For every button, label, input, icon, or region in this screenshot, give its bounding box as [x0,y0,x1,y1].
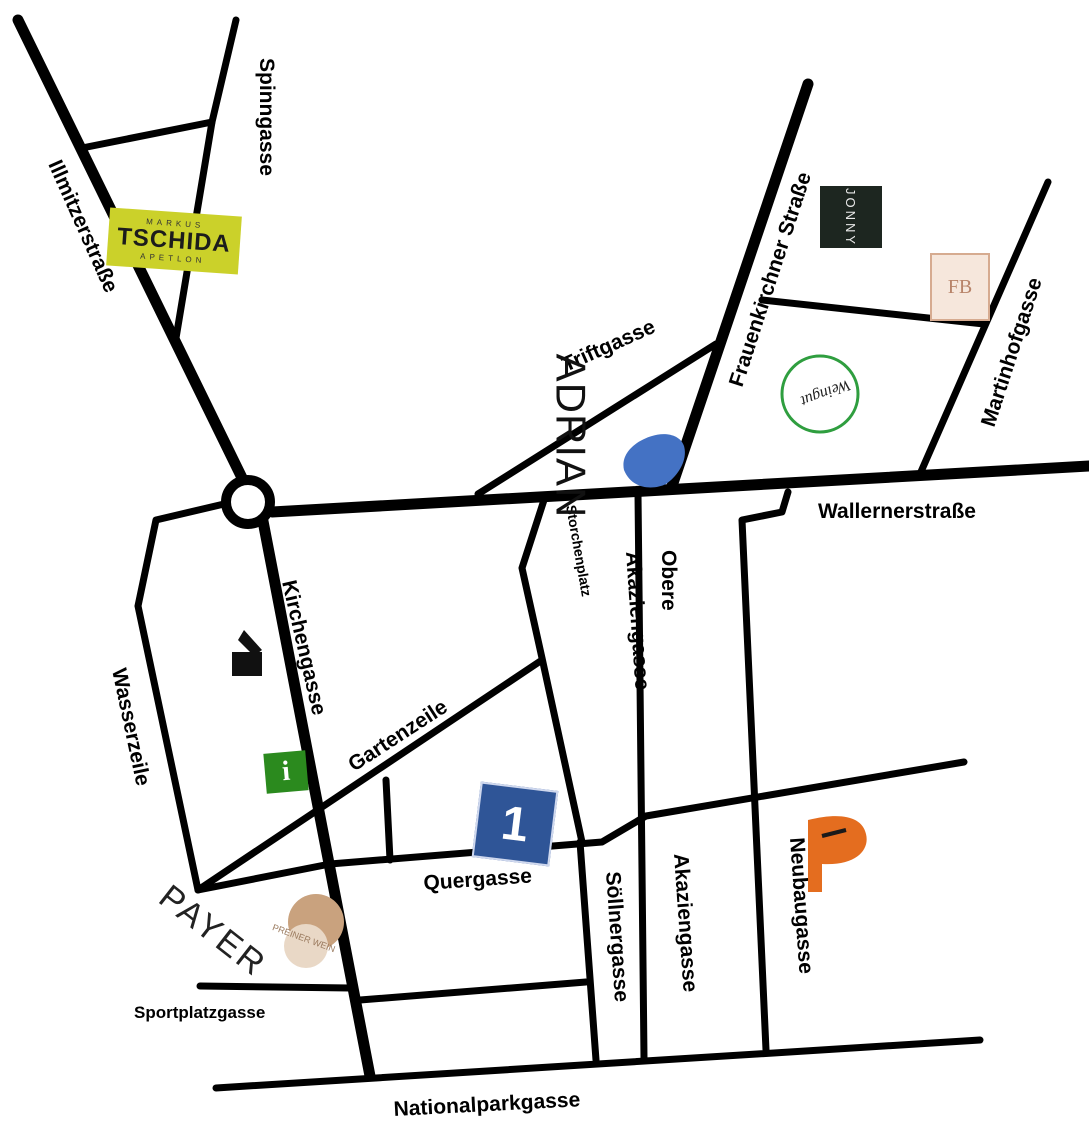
label-sportplatzgasse: Sportplatzgasse [134,1003,265,1022]
road-spinngasse [172,16,240,342]
road-triftgasse [474,340,720,498]
label-nationalparkgasse: Nationalparkgasse [393,1088,581,1121]
preiner-wein-logo: PREINER WEIN [271,894,344,968]
label-spinngasse: Spinngasse [255,58,278,176]
info-icon: i [263,750,309,794]
jonny-logo: JONNY [820,186,882,248]
road-spinngasse-link [78,118,216,152]
label-wasserzeile: Wasserzeile [107,666,154,788]
info-text: i [280,755,292,788]
road-frauenkirchner-strasse [666,78,814,492]
road-storchenplatz [518,496,586,846]
label-wallernerstrasse: Wallernerstraße [818,500,976,523]
label-soellnergasse: Söllnergasse [601,871,633,1003]
fb-logo: FB [930,253,990,321]
number-one-icon: 1 [471,781,559,867]
road-quergasse [326,758,968,868]
road-akaziengasse-upper [634,490,648,1062]
weingut-logo: Weingut [780,354,860,434]
number-one-text: 1 [498,796,532,852]
jonny-text: JONNY [843,187,859,247]
road-soellner-link [356,978,590,1004]
label-akaziengasse-lower: Akaziengasse [669,853,702,993]
road-wasserzeile [134,500,228,894]
road-wasserzeile-link [194,860,334,894]
roundabout [221,475,275,529]
payer-logo: PAYER [150,878,274,985]
adrian-logo: ADRIAN [530,354,600,519]
road-nationalparkgasse [212,1036,984,1092]
adrian-text: ADRIAN [547,353,595,519]
label-gartenzeile: Gartenzeile [344,695,451,776]
label-obere: Obere [657,550,680,611]
road-sportplatzgasse [196,982,354,992]
road-kirchengasse [256,510,376,1082]
pond-shape [623,434,685,488]
p-sunset-logo [808,816,867,892]
road-neubaugasse [738,488,792,1054]
road-quergasse-link [382,776,394,864]
road-gartenzeile [194,656,546,894]
kirchen-mark-icon [232,630,262,676]
tschida-logo: MARKUS TSCHIDA APETLON [106,207,242,275]
fb-text: FB [947,275,973,298]
svg-text:Weingut: Weingut [798,376,853,410]
road-soellnergasse [576,838,600,1064]
road-martinhofgasse [916,178,1052,478]
road-wallernerstrasse [266,460,1089,518]
label-akaziengasse-upper: Akaziengasse [621,551,654,691]
payer-text: PAYER [151,877,274,985]
label-quergasse: Quergasse [423,864,533,895]
tschida-main-text: TSCHIDA [116,223,232,258]
